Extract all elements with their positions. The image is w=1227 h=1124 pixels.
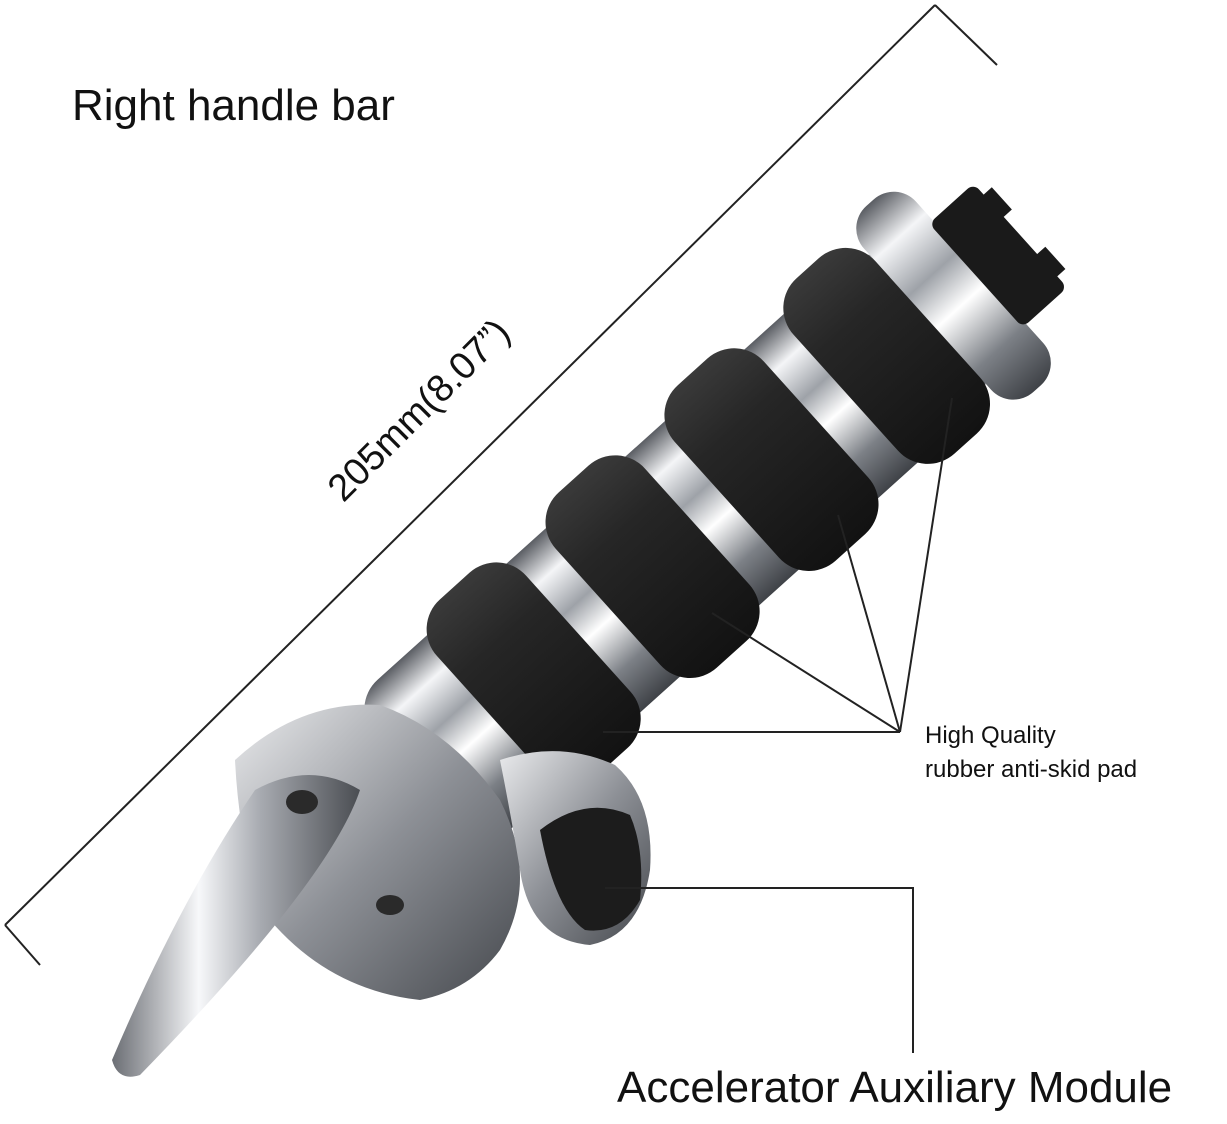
pad-callout-lines [603, 397, 953, 733]
spike-end-cap [112, 704, 520, 1077]
rubber-pad-label-line1: High Quality [925, 722, 1056, 749]
rubber-pads [426, 247, 990, 786]
module-label: Accelerator Auxiliary Module [617, 1063, 1173, 1112]
rubber-pad-label: High Quality rubber anti-skid pad [925, 719, 1137, 787]
title-label: Right handle bar [72, 81, 395, 130]
module-callout-line [605, 887, 914, 1053]
dimension-line [4, 4, 998, 966]
accelerator-module [500, 751, 651, 945]
rubber-pad-label-line2: rubber anti-skid pad [925, 756, 1138, 783]
